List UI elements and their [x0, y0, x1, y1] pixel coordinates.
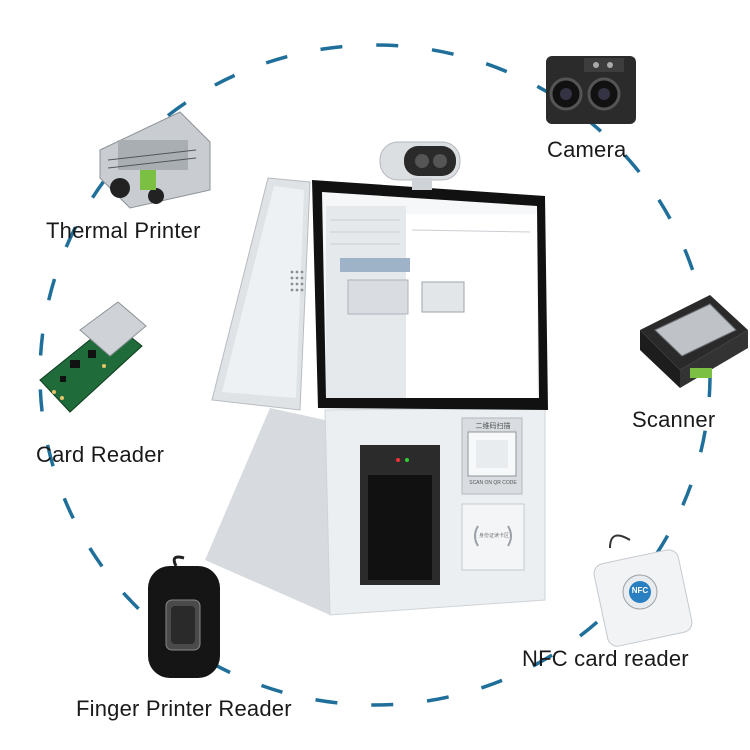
nfc-badge: NFC	[631, 586, 649, 595]
scan-panel-subtitle: SCAN ON QR CODE	[469, 480, 517, 486]
nfc-reader-label: NFC card reader	[522, 646, 689, 671]
scanner-label: Scanner	[632, 407, 716, 432]
camera-label: Camera	[547, 137, 627, 162]
nfc-pad-text: 身份证读卡区	[478, 533, 509, 539]
scan-panel-title: 二维码扫描	[475, 423, 511, 430]
fingerprint-reader-label: Finger Printer Reader	[76, 696, 292, 721]
thermal-printer-label: Thermal Printer	[46, 218, 201, 243]
card-reader-label: Card Reader	[36, 442, 165, 467]
